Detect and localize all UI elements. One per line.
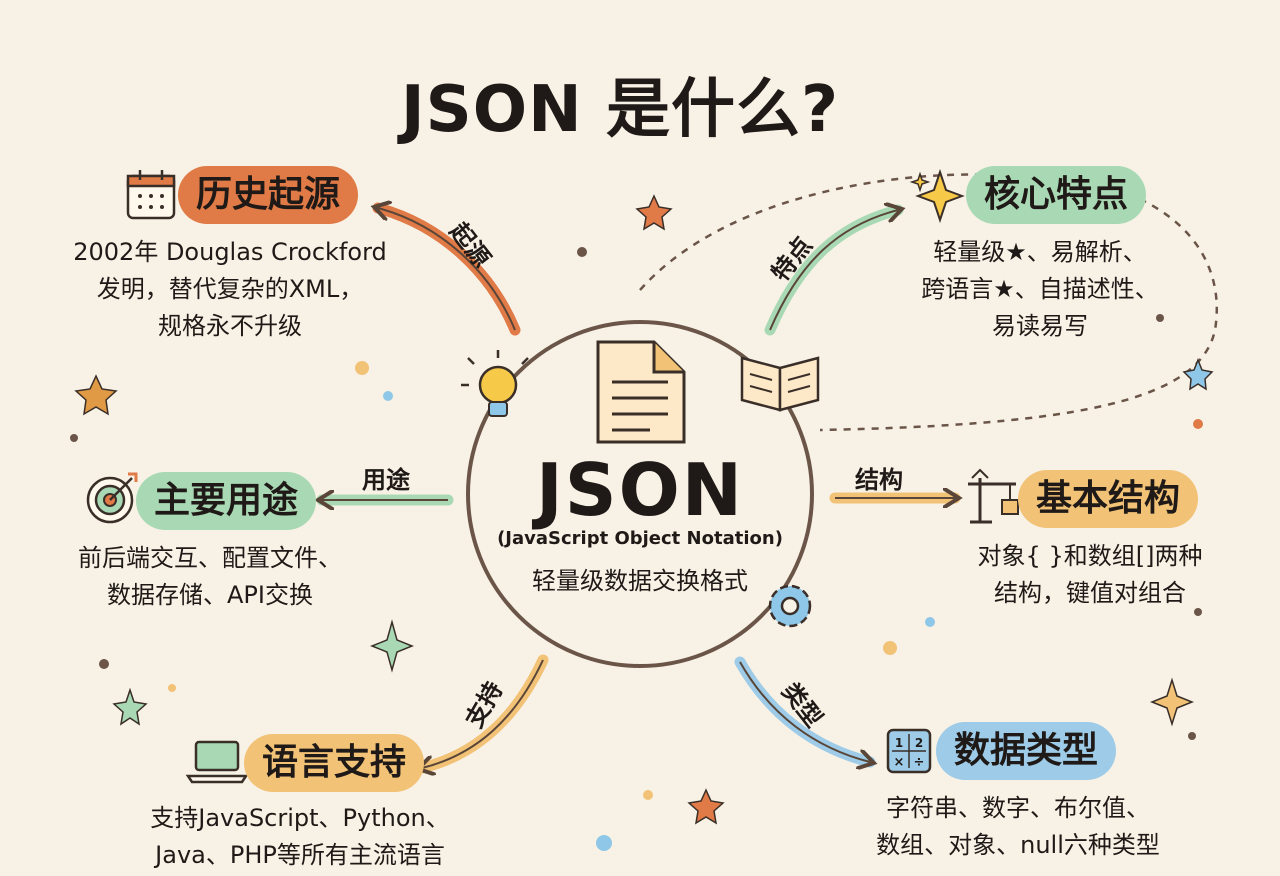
types-line: 字符串、数字、布尔值、	[886, 794, 1150, 822]
structure-arrow-label: 结构	[855, 466, 903, 494]
calc-glyph: ÷	[914, 755, 925, 770]
history-desc: 2002年 Douglas Crockford 发明，替代复杂的XML， 规格永…	[30, 234, 430, 345]
types-label: 数据类型	[936, 722, 1117, 780]
target-icon	[86, 472, 138, 524]
history-line: 发明，替代复杂的XML，	[96, 275, 364, 303]
center-circle	[466, 320, 814, 668]
structure-line: 结构，键值对组合	[994, 579, 1186, 607]
sparkle-icon	[909, 168, 965, 224]
structure-line: 对象{ }和数组[]两种	[977, 542, 1203, 570]
features-label: 核心特点	[966, 166, 1147, 224]
types-desc: 字符串、数字、布尔值、 数组、对象、null六种类型	[838, 790, 1198, 864]
dashed-loop	[639, 173, 1218, 432]
features-line: 跨语言★、自描述性、	[921, 275, 1159, 303]
history-line: 2002年 Douglas Crockford	[73, 238, 387, 266]
history-label: 历史起源	[178, 166, 359, 224]
features-line: 易读易写	[992, 312, 1088, 340]
structure-desc: 对象{ }和数组[]两种 结构，键值对组合	[930, 538, 1250, 612]
center-subtitle: 轻量级数据交换格式	[532, 567, 748, 595]
lightbulb-icon	[461, 350, 529, 417]
document-icon	[596, 340, 686, 444]
features-desc: 轻量级★、易解析、 跨语言★、自描述性、 易读易写	[870, 234, 1210, 345]
laptop-icon	[185, 740, 249, 784]
page-title: JSON 是什么?	[400, 73, 840, 147]
calc-glyph: 2	[915, 736, 923, 750]
usage-desc: 前后端交互、配置文件、 数据存储、API交换	[30, 540, 390, 614]
language-line: Java、PHP等所有主流语言	[155, 841, 445, 869]
book-icon	[740, 356, 820, 412]
center-full-name: (JavaScript Object Notation)	[497, 528, 783, 549]
calculator-icon: 1 2 × ÷	[886, 728, 932, 774]
language-label: 语言支持	[244, 734, 425, 792]
calc-glyph: 1	[895, 736, 903, 750]
language-desc: 支持JavaScript、Python、 Java、PHP等所有主流语言	[110, 800, 490, 874]
calc-glyph: ×	[894, 755, 905, 770]
language-line: 支持JavaScript、Python、	[150, 804, 450, 832]
structure-label: 基本结构	[1018, 470, 1199, 528]
center-name: JSON	[535, 448, 745, 532]
usage-line: 数据存储、API交换	[107, 581, 313, 609]
calendar-icon	[126, 170, 176, 220]
usage-line: 前后端交互、配置文件、	[78, 544, 342, 572]
usage-label: 主要用途	[136, 472, 317, 530]
history-line: 规格永不升级	[158, 312, 302, 340]
types-line: 数组、对象、null六种类型	[876, 831, 1160, 859]
usage-arrow-label: 用途	[362, 466, 410, 494]
features-line: 轻量级★、易解析、	[933, 238, 1147, 266]
decor-stars	[70, 194, 1214, 851]
gear-icon	[768, 584, 812, 628]
crane-icon	[968, 468, 1019, 524]
